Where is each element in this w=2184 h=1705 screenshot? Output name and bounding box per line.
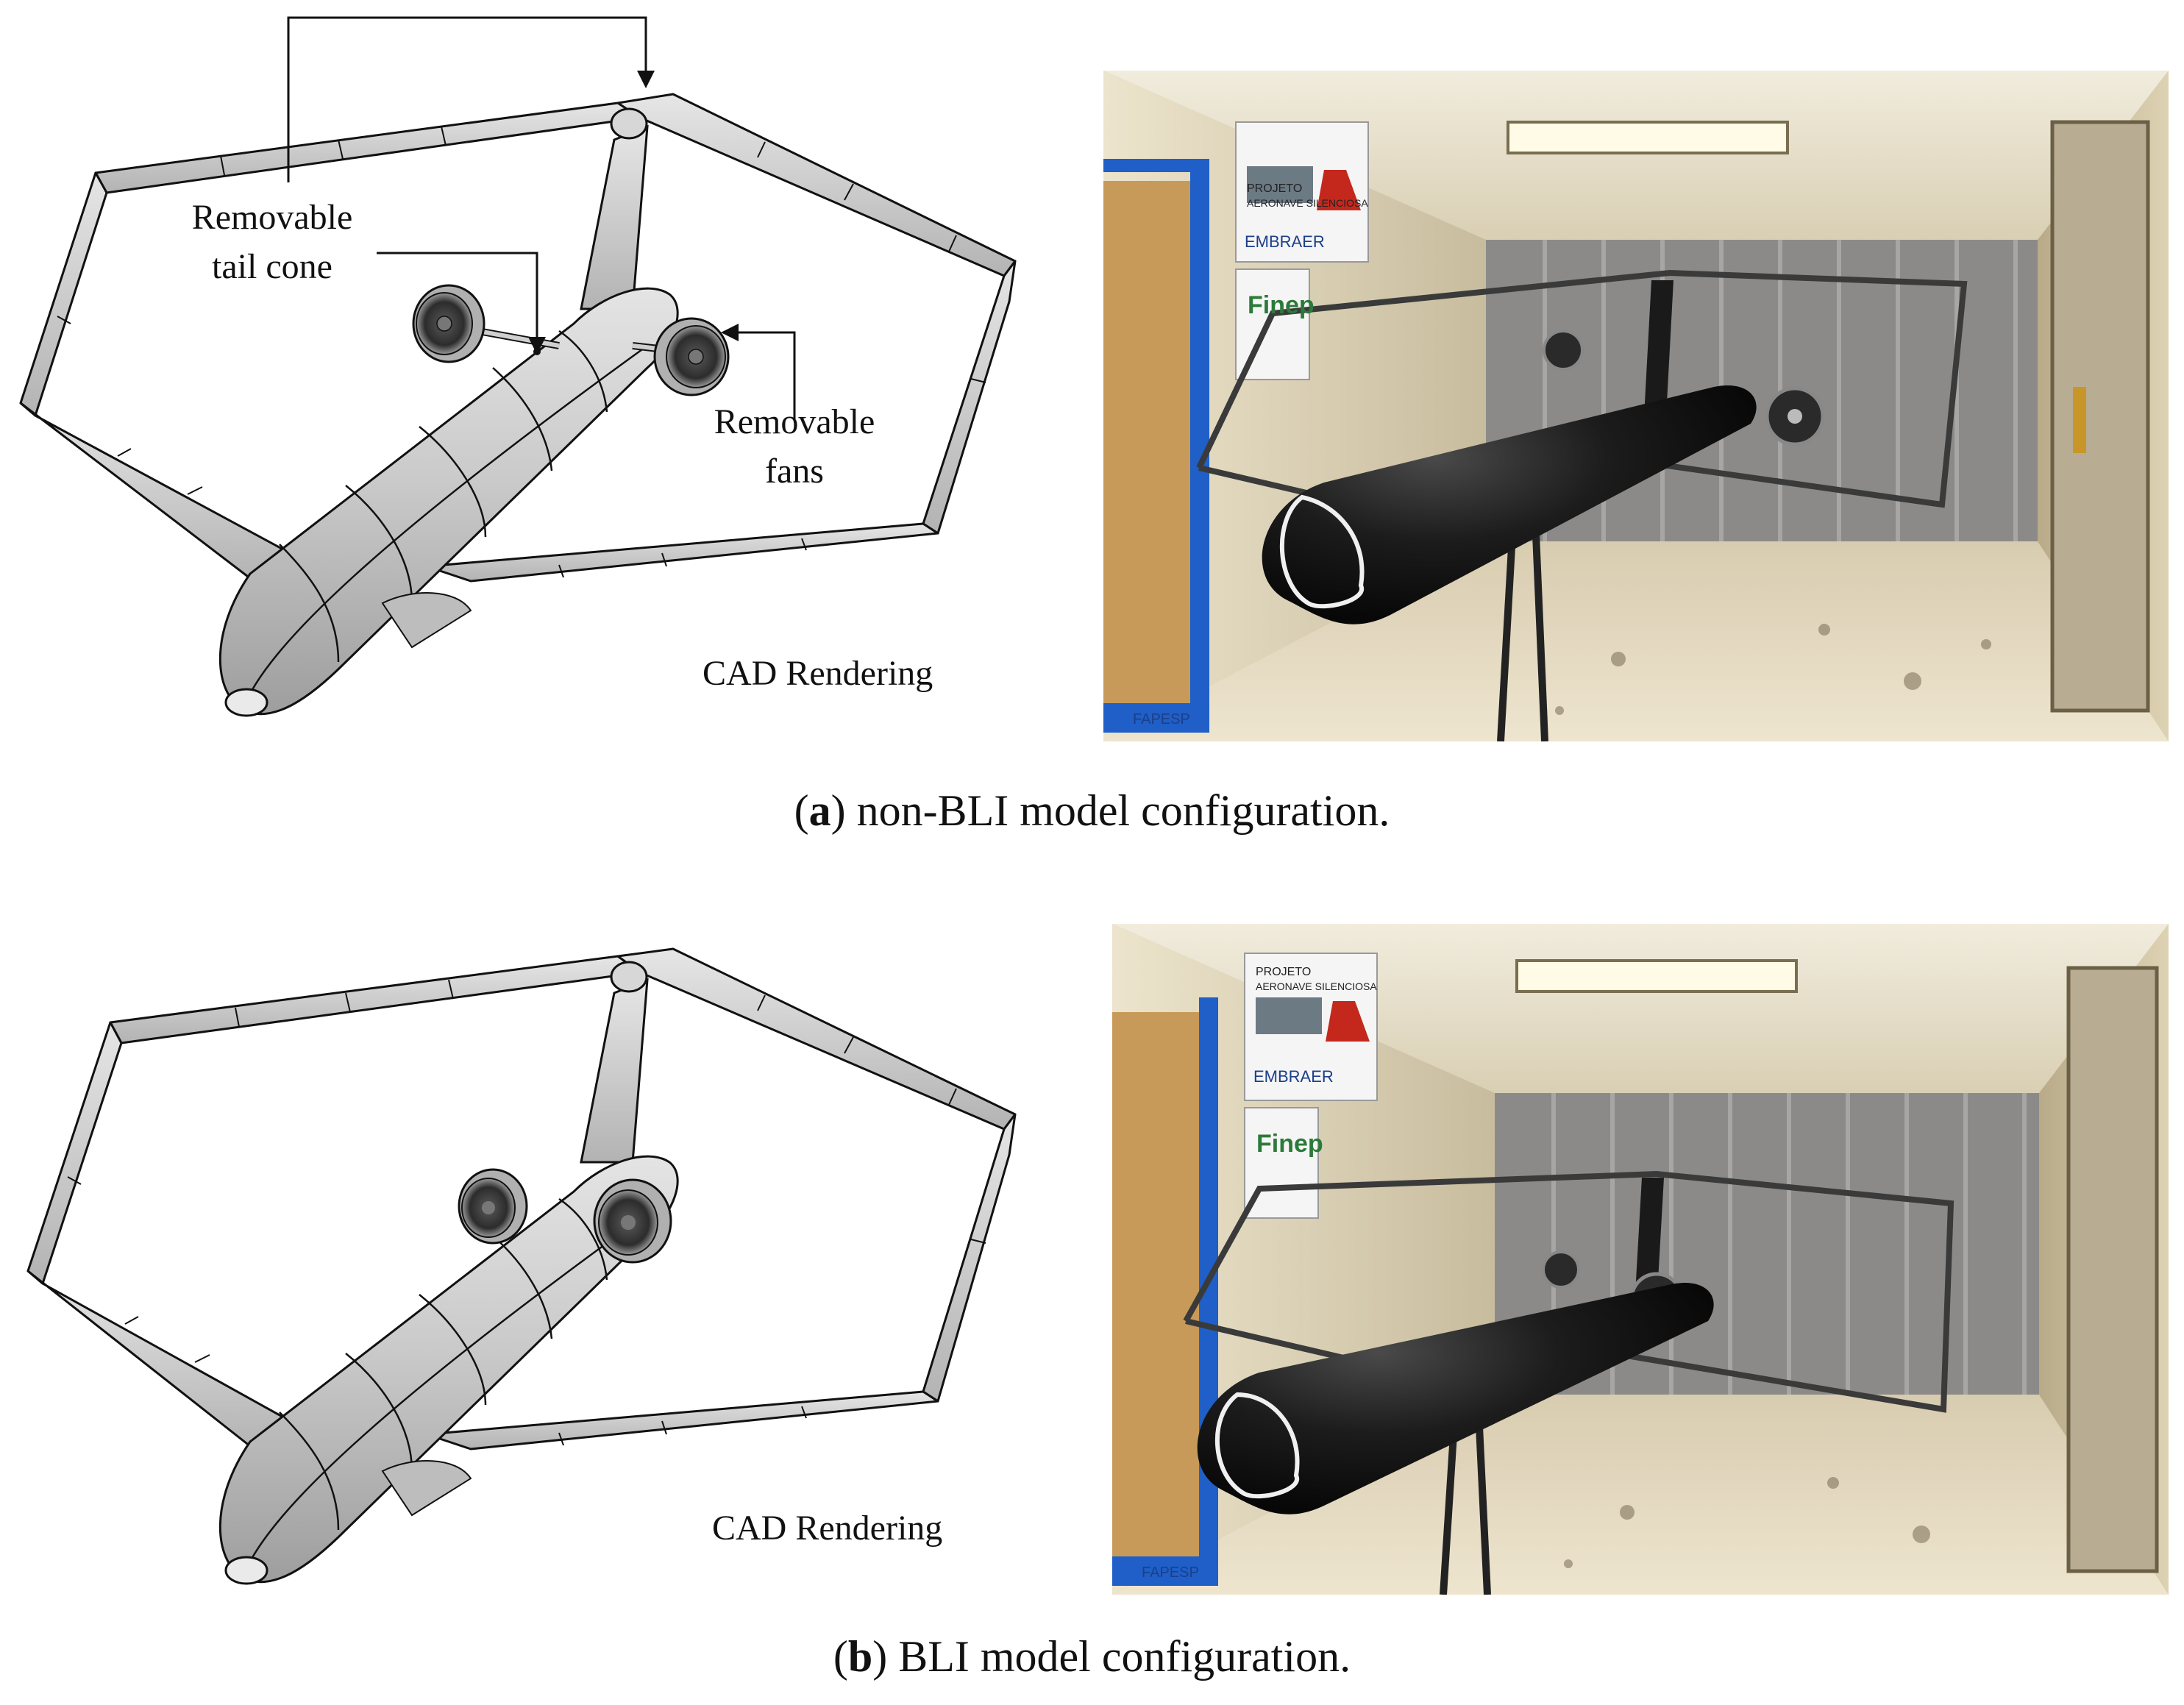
cad-rendering-label: CAD Rendering — [712, 1509, 943, 1548]
sign-aeronave: AERONAVE SILENCIOSA — [1247, 197, 1368, 209]
sign-finep: Finep — [1256, 1130, 1323, 1158]
fuselage — [218, 287, 679, 717]
fan-left — [412, 284, 560, 363]
tail-cone-label-line2: tail cone — [212, 247, 332, 287]
sign-fapesp: FAPESP — [1133, 711, 1190, 727]
box-wing-frame — [19, 93, 1017, 583]
caption-a-letter: a — [808, 786, 831, 835]
caption-b-text: BLI model configuration. — [898, 1632, 1351, 1681]
box-wing-frame — [26, 947, 1017, 1451]
bli-fan-left — [458, 1168, 528, 1245]
wind-tunnel-photo-non-bli: PROJETO AERONAVE SILENCIOSA EMBRAER Fine… — [1103, 71, 2169, 741]
fan-right — [632, 317, 730, 396]
fans-label-line1: Removable — [714, 402, 875, 441]
sign-fapesp: FAPESP — [1142, 1565, 1199, 1581]
caption-b: (b) BLI model configuration. — [833, 1632, 1351, 1681]
sign-finep: Finep — [1248, 291, 1315, 319]
annotation-arrows — [287, 16, 796, 419]
wind-tunnel-photo-bli: PROJETO AERONAVE SILENCIOSA EMBRAER Fine… — [1112, 924, 2169, 1595]
sign-embraer: EMBRAER — [1253, 1067, 1334, 1086]
cad-rendering-non-bli — [19, 16, 1017, 717]
sign-projeto: PROJETO — [1247, 182, 1302, 195]
caption-a: (a) non-BLI model configuration. — [794, 786, 1390, 835]
caption-b-letter: b — [847, 1632, 873, 1681]
fans-annotation: Removable fans — [691, 397, 897, 496]
cad-rendering-bli — [26, 947, 1017, 1585]
sign-embraer: EMBRAER — [1245, 232, 1325, 251]
cad-rendering-label: CAD Rendering — [702, 654, 933, 693]
sign-aeronave: AERONAVE SILENCIOSA — [1256, 980, 1377, 992]
tail-cone-label-line1: Removable — [191, 198, 353, 237]
caption-a-text: non-BLI model configuration. — [856, 786, 1390, 835]
sign-projeto: PROJETO — [1256, 966, 1311, 978]
bli-fan-right — [593, 1178, 672, 1264]
vertical-tail — [580, 124, 649, 310]
vertical-tail — [580, 978, 649, 1164]
tail-cone-annotation: Removable tail cone — [169, 193, 375, 291]
fuselage — [218, 1155, 679, 1585]
panel-a: Removable tail cone Removable fans CAD R… — [19, 16, 2169, 835]
panel-b: CAD Rendering — [0, 853, 2184, 1705]
fans-label-line2: fans — [765, 452, 824, 491]
